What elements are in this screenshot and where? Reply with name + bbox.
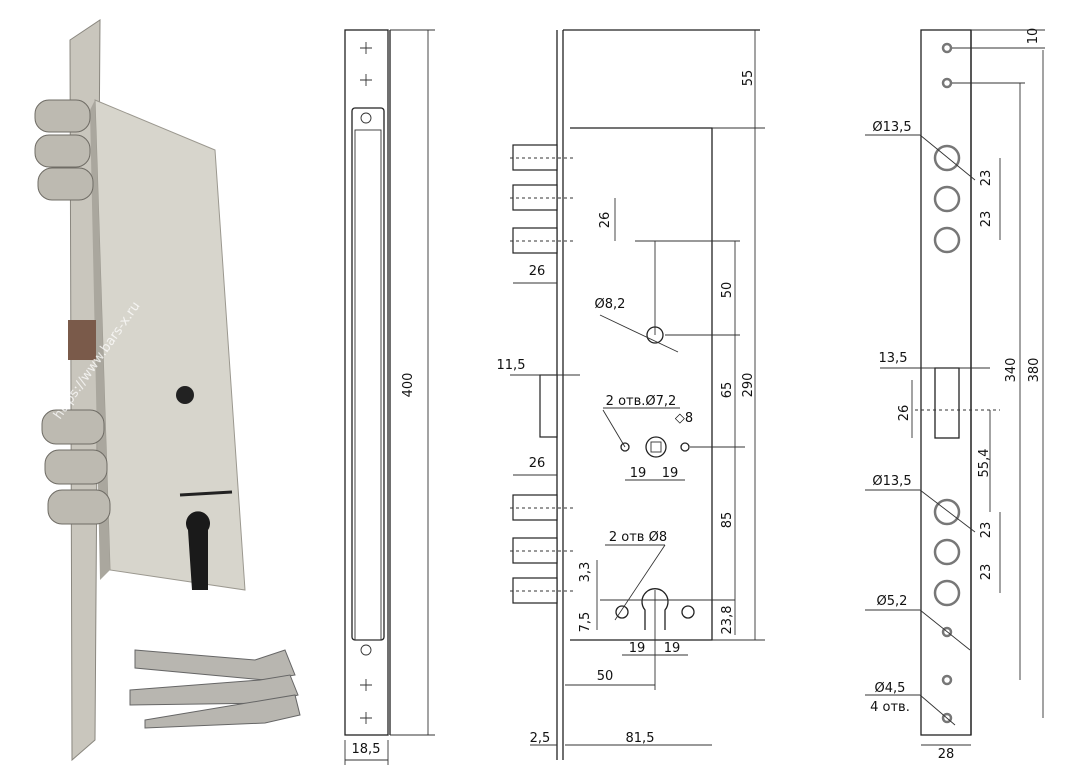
dim-handle-to-center: 65 <box>720 382 735 399</box>
dim-span-380: 380 <box>1027 358 1042 383</box>
strike-plate-drawing: 10 Ø13,5 23 23 13,5 26 340 380 55,4 Ø13,… <box>865 28 1045 762</box>
dim-mount-hole: Ø4,5 <box>875 681 906 696</box>
dim-spindle-to-handle: 50 <box>720 282 735 299</box>
dim-strike-spacing-3: 23 <box>979 522 994 539</box>
dim-backset: 50 <box>597 669 614 684</box>
dim-bolt-projection-top: 26 <box>529 264 546 279</box>
dim-span-340: 340 <box>1004 358 1019 383</box>
dim-cyl-offset-b: 7,5 <box>578 612 593 633</box>
dim-body-width: 81,5 <box>626 731 655 746</box>
dim-cyl-offset-a: 3,3 <box>578 562 593 583</box>
dim-cyl-spacing-left: 19 <box>629 641 646 656</box>
dim-strike-spacing-1: 23 <box>979 170 994 187</box>
dim-latch-width: 13,5 <box>879 351 908 366</box>
dim-latch-height: 26 <box>897 405 912 422</box>
dim-cylinder-to-bottom: 23,8 <box>720 606 735 635</box>
dim-handle-spacing-left: 19 <box>630 466 647 481</box>
lock-body-drawing: 55 26 26 Ø8,2 50 11,5 65 290 2 отв.Ø7,2 … <box>497 29 765 760</box>
dim-faceplate-length: 400 <box>401 373 416 398</box>
dim-screw-hole: Ø5,2 <box>877 594 908 609</box>
dim-top-offset: 55 <box>741 70 756 87</box>
dim-strike-hole-top: Ø13,5 <box>872 120 911 135</box>
dim-faceplate-width: 18,5 <box>352 742 381 757</box>
dim-latch-to-holes: 55,4 <box>977 449 992 478</box>
dim-strike-spacing-2: 23 <box>979 211 994 228</box>
dim-strike-hole-bottom: Ø13,5 <box>872 474 911 489</box>
lock-photo: https://www.bars-x.ru <box>34 19 301 762</box>
dim-cylinder-holes: 2 отв Ø8 <box>609 530 667 545</box>
faceplate-drawing: 400 18,5 <box>344 29 435 765</box>
dim-center-to-cylinder: 85 <box>720 512 735 529</box>
dim-square-spindle: ◇8 <box>675 411 693 426</box>
dim-handle-holes: 2 отв.Ø7,2 <box>606 394 677 409</box>
dim-spindle-hole: Ø8,2 <box>595 297 626 312</box>
dim-strike-spacing-4: 23 <box>979 564 994 581</box>
dim-strike-top-offset: 10 <box>1026 28 1041 45</box>
dim-mount-count: 4 отв. <box>870 700 910 715</box>
dim-cyl-spacing-right: 19 <box>664 641 681 656</box>
dim-handle-spacing-right: 19 <box>662 466 679 481</box>
dim-faceplate-thickness: 2,5 <box>530 731 551 746</box>
dim-bolt-spacing: 26 <box>598 212 613 229</box>
dim-total-height: 290 <box>741 373 756 398</box>
dim-strike-width: 28 <box>938 747 955 762</box>
dim-bolt-projection-bottom: 26 <box>529 456 546 471</box>
dim-latch-offset: 11,5 <box>497 358 526 373</box>
